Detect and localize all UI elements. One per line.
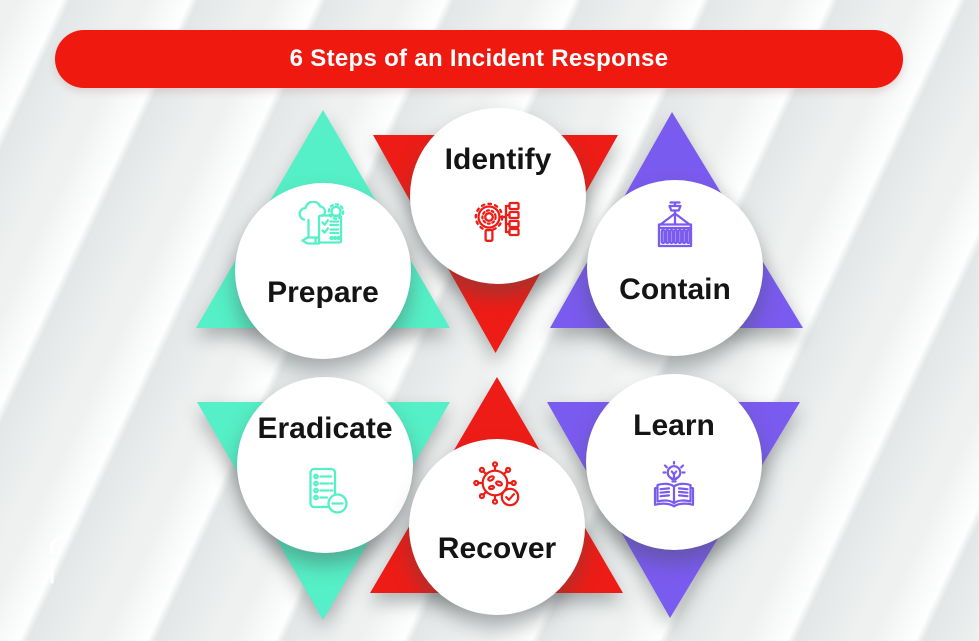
step-circle-learn: Learn bbox=[586, 374, 762, 550]
decorative-line bbox=[49, 535, 64, 584]
checklist-remove-icon bbox=[309, 467, 348, 514]
search-gear-network-icon bbox=[474, 201, 520, 242]
step-circle-recover: Recover bbox=[409, 439, 585, 615]
step-label-eradicate: Eradicate bbox=[257, 412, 393, 445]
step-label-identify: Identify bbox=[444, 143, 552, 176]
step-circle-identify: Identify bbox=[410, 108, 586, 284]
step-circle-contain: Contain bbox=[587, 180, 763, 356]
step-circle-eradicate: Eradicate bbox=[237, 377, 413, 553]
cloud-gear-checklist-icon bbox=[298, 201, 345, 245]
step-label-recover: Recover bbox=[437, 532, 557, 565]
crane-container-icon bbox=[657, 201, 693, 248]
step-label-learn: Learn bbox=[633, 409, 715, 442]
virus-check-icon bbox=[473, 461, 520, 507]
page-title: 6 Steps of an Incident Response bbox=[289, 45, 669, 72]
title-banner: 6 Steps of an Incident Response bbox=[55, 30, 903, 88]
step-label-contain: Contain bbox=[619, 273, 731, 306]
step-circle-prepare: Prepare bbox=[235, 183, 411, 359]
step-label-prepare: Prepare bbox=[267, 276, 379, 309]
book-lightbulb-icon bbox=[653, 460, 695, 508]
